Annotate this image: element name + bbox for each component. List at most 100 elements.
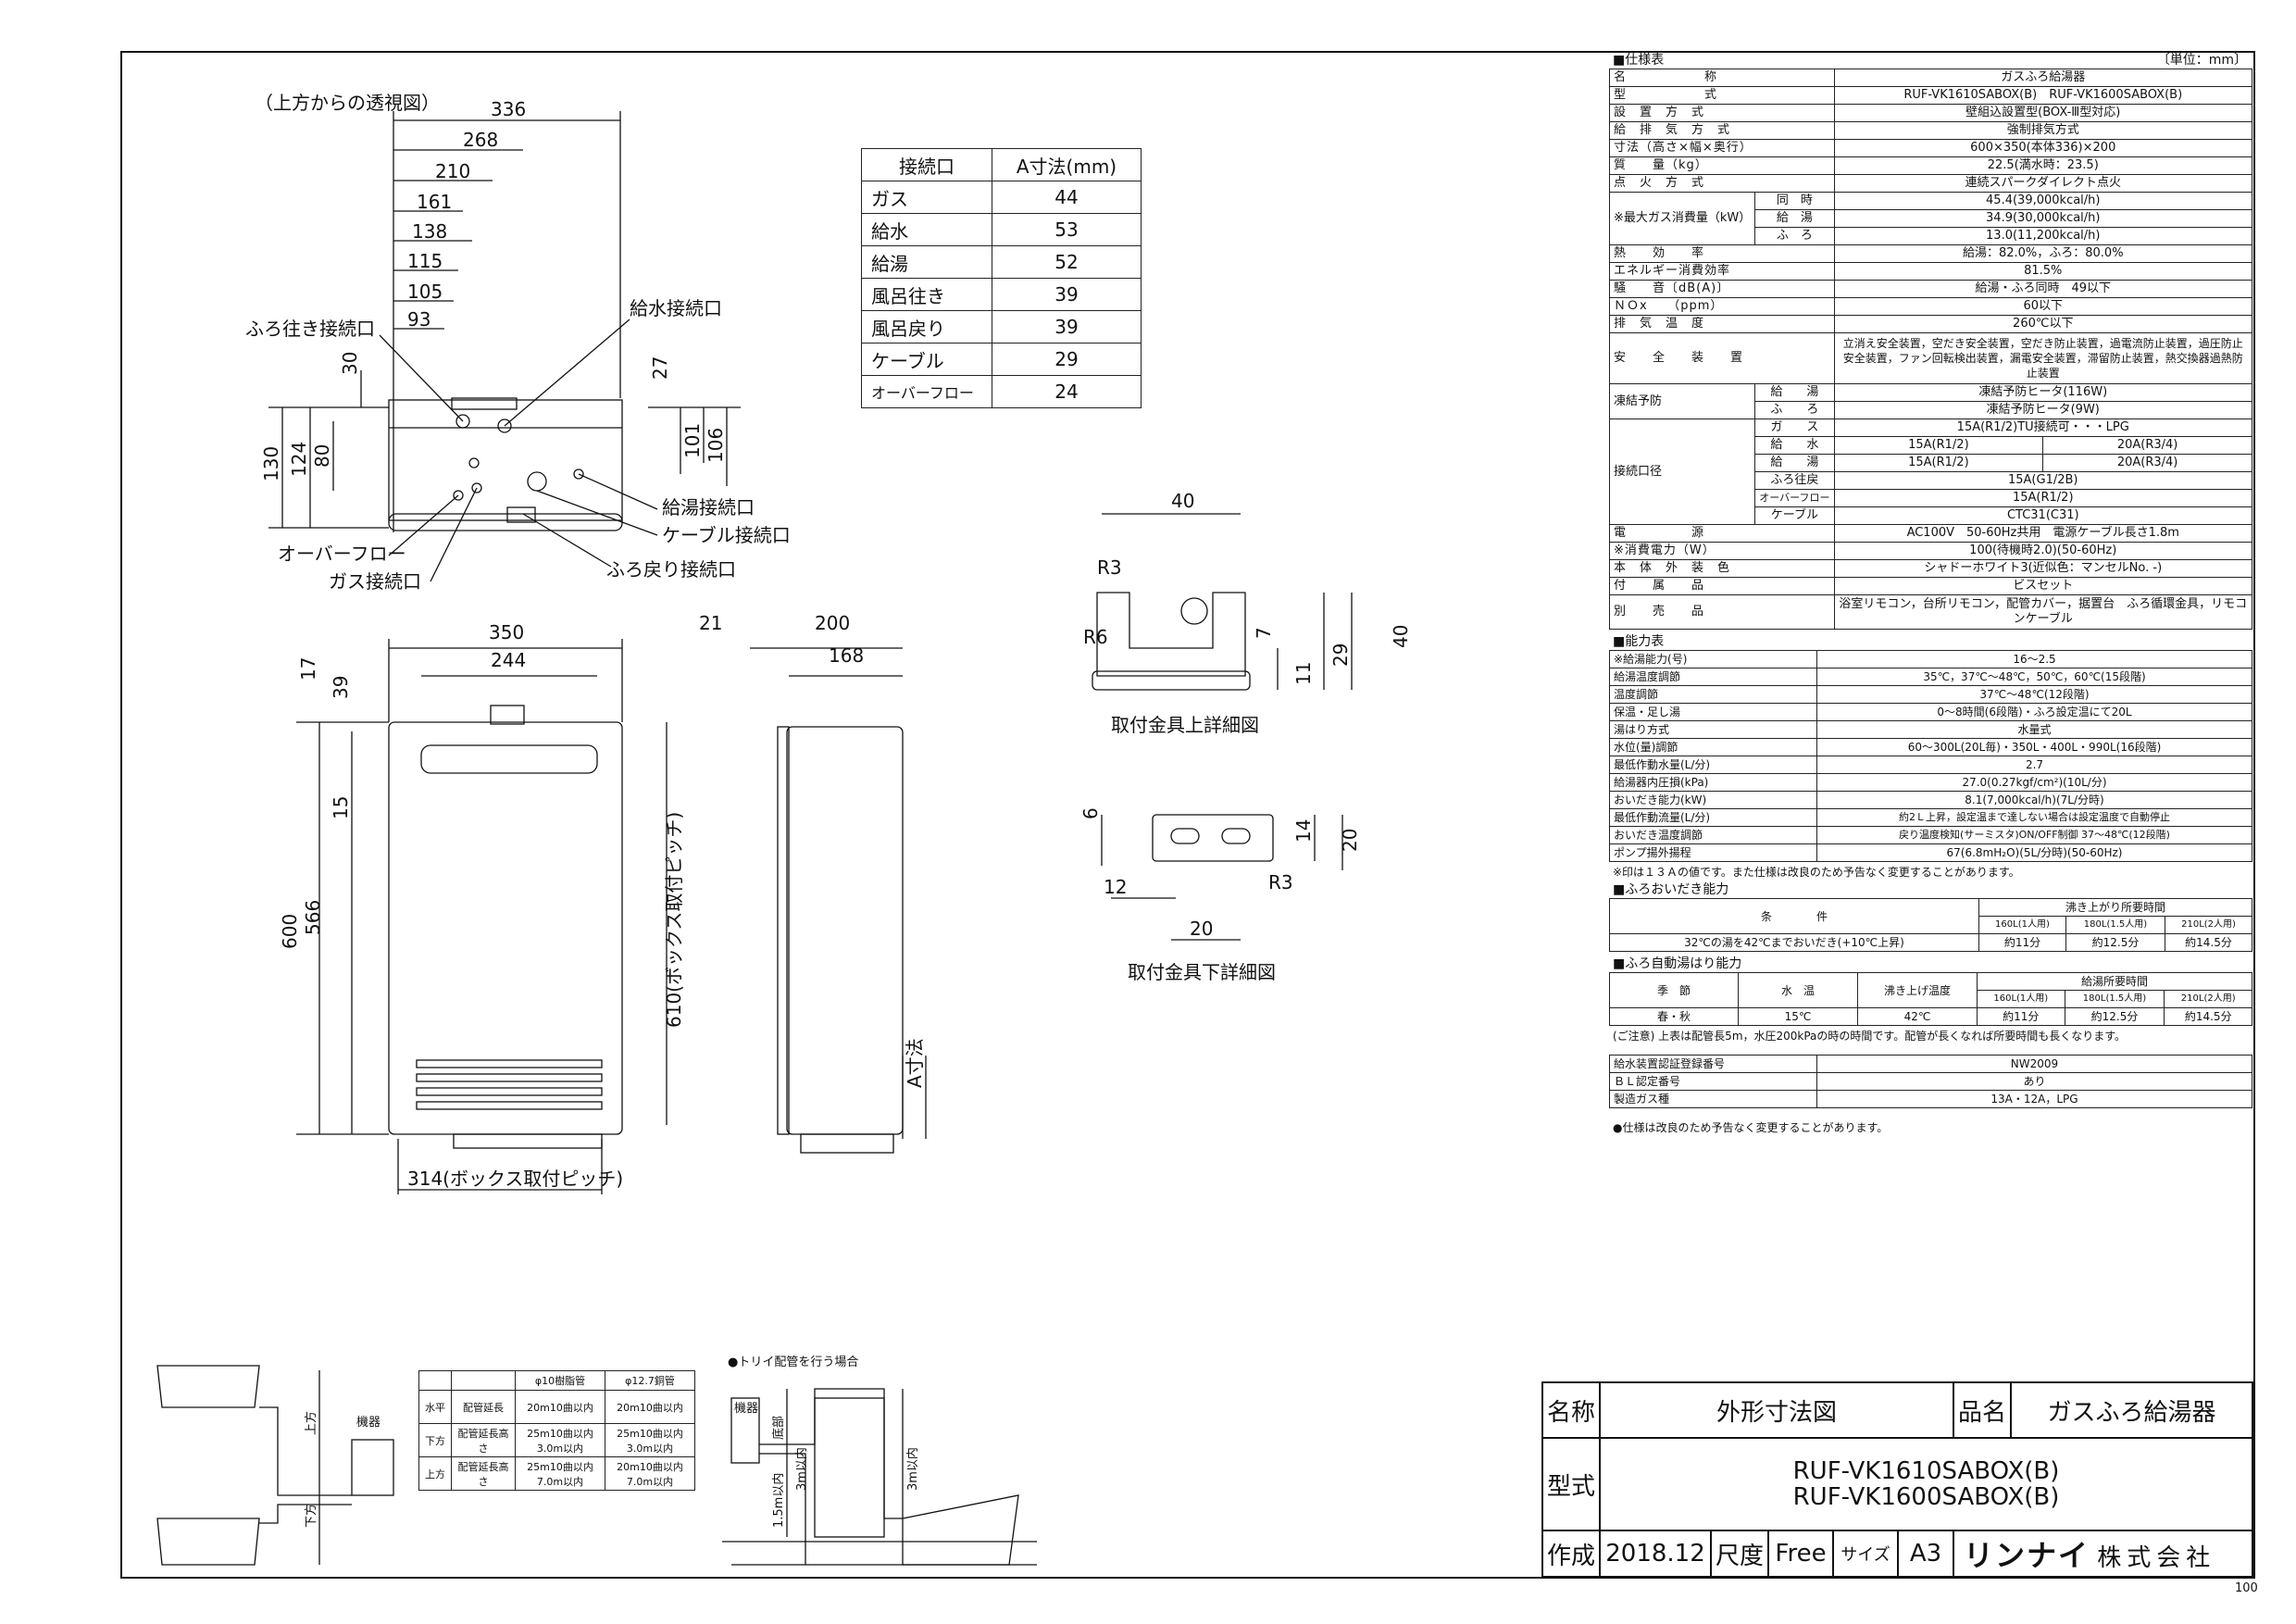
cap-value: 27.0(0.27kgf/cm²)(10L/分) [1816, 773, 2252, 792]
pipe-head [451, 1370, 516, 1391]
spec-label: エネルギー消費効率 [1609, 262, 1835, 281]
autofill-col: 210L(2人用) [2164, 990, 2252, 1008]
gas-sub-label: ふ ろ [1754, 227, 1835, 245]
pipe-down-label: 下方 [304, 1504, 318, 1528]
cap-value: 約2Ｌ上昇，設定温まで達しない場合は設定温度で自動停止 [1816, 808, 2252, 827]
gas-sub-value: 34.9(30,000kcal/h) [1833, 209, 2253, 228]
cap-value: 0～8時間(6段階)・ふろ設定温にて20L [1816, 703, 2252, 721]
dim-566: 566 [302, 900, 324, 935]
cap-label: 給湯温度調節 [1609, 668, 1817, 686]
dim-124: 124 [288, 442, 310, 477]
freeze-sub-label: 給 湯 [1754, 383, 1835, 402]
tb-date: 2018.12 [1599, 1530, 1712, 1578]
cap-value: 2.7 [1816, 756, 2252, 774]
cap-value: 8.1(7,000kcal/h)(7L/分時) [1816, 791, 2252, 809]
autofill-col: 180L(1.5人用) [2064, 990, 2165, 1008]
spec-value: 60以下 [1833, 297, 2253, 316]
spec-label: 付 属 品 [1609, 577, 1835, 595]
conn-row-a: 52 [992, 245, 1142, 279]
reheat-head: 条 件 [1609, 898, 1979, 934]
conn-size-label: 接続口径 [1608, 418, 1756, 525]
pipe-3m-label-2: 3m以内 [905, 1447, 920, 1491]
tb-product: ガスふろ給湯器 [2010, 1381, 2253, 1439]
cap-value: 60～300L(20L毎)・350L・400L・990L(16段階) [1816, 738, 2252, 756]
spec-value: ガスふろ給湯器 [1833, 69, 2253, 87]
tb-model-1: RUF-VK1610SABOX(B) [1792, 1457, 2060, 1485]
spec-label: 質 量（kg） [1609, 156, 1835, 175]
conn-row-port: 風呂往き [861, 278, 992, 311]
conn-sub-value: 15A(R1/2) [1833, 454, 2044, 472]
freeze-sub-value: 凍結予防ヒータ(116W) [1833, 383, 2253, 402]
conn-sub-label: オーバーフロー [1754, 489, 1835, 507]
capacity-note: ※印は１３Ａの値です。また仕様は改良のため予告なく変更することがあります。 [1613, 866, 2020, 879]
spec-value: RUF-VK1610SABOX(B) RUF-VK1600SABOX(B) [1833, 86, 2253, 105]
pipe-cell: 20m10曲以内 7.0m以内 [605, 1456, 695, 1491]
reheat-col: 210L(2人用) [2165, 916, 2252, 934]
dim-350: 350 [489, 621, 524, 643]
spec-unit: 〔単位：mm〕 [2156, 53, 2247, 68]
conn-sub-value: 15A(R1/2) [1833, 436, 2044, 455]
conn-row-port: オーバーフロー [861, 375, 992, 408]
cert-value: NW2009 [1816, 1055, 2252, 1073]
dim-bb-6: 6 [1079, 807, 1102, 819]
label-overflow: オーバーフロー [278, 543, 406, 565]
spec-section-header: ■仕様表 〔単位：mm〕 [1609, 52, 2252, 69]
dim-17: 17 [297, 657, 319, 681]
tb-name-label: 名称 [1541, 1381, 1601, 1439]
spec-value: シャドーホワイト3(近似色：マンセルNo. -) [1833, 559, 2253, 578]
pipe-up-label: 上方 [304, 1411, 318, 1435]
reheat-col: 180L(1.5人用) [2065, 916, 2166, 934]
conn-sub-value: CTC31(C31) [1833, 506, 2253, 525]
spec-value: 強制排気方式 [1833, 121, 2253, 140]
company-logo: リンナイ [1964, 1538, 2090, 1573]
dim-21: 21 [699, 612, 722, 634]
tb-model-label: 型式 [1541, 1437, 1601, 1531]
freeze-sub-value: 凍結予防ヒータ(9W) [1833, 401, 2253, 419]
autofill-cell: 15℃ [1738, 1007, 1858, 1026]
spec-label: 騒 音〔dB(A)〕 [1609, 280, 1835, 298]
autofill-note: (ご注意) 上表は配管長5m，水圧200kPaの時の時間です。配管が長くなれば所… [1613, 1030, 2127, 1043]
label-kyusui: 給水接続口 [630, 297, 722, 319]
tb-size-label: サイズ [1832, 1530, 1899, 1578]
pipe-kiki-label: 機器 [356, 1416, 381, 1430]
spec-label: 本 体 外 装 色 [1609, 559, 1835, 578]
tb-scale-label: 尺度 [1710, 1530, 1769, 1578]
conn-row-a: 39 [992, 310, 1142, 344]
reheat-title: ■ふろおいだき能力 [1613, 882, 1729, 897]
spec-label: 寸法（高さ×幅×奥行） [1609, 139, 1835, 157]
conn-row-a: 39 [992, 278, 1142, 311]
dim-39: 39 [330, 676, 352, 699]
safety-label: 安 全 装 置 [1609, 332, 1835, 384]
label-furo-modori: ふろ戻り接続口 [606, 558, 736, 581]
spec-label: 熱 効 率 [1609, 244, 1835, 263]
pipe-length-table: φ10樹脂管 φ12.7銅管 水平 配管延長 20m10曲以内 20m10曲以内… [418, 1370, 695, 1491]
spec-value: 壁組込設置型(BOX-Ⅲ型対応) [1833, 104, 2253, 122]
pipe-cell: 配管延長高さ [451, 1423, 516, 1457]
cert-label: 給水装置認証登録番号 [1609, 1055, 1817, 1073]
cert-value: 13A・12A，LPG [1816, 1090, 2252, 1108]
dim-336: 336 [491, 98, 526, 120]
spec-value: 連続スパークダイレクト点火 [1833, 174, 2253, 193]
cap-label: 給湯器内圧損(kPa) [1609, 773, 1817, 792]
reheat-table: 条 件沸き上がり所要時間 160L(1人用)180L(1.5人用)210L(2人… [1609, 898, 2252, 952]
reheat-cell: 約12.5分 [2065, 933, 2166, 952]
autofill-head: 沸き上げ温度 [1857, 972, 1978, 1008]
autofill-head: 給湯所要時間 [1977, 972, 2252, 991]
cap-label: 湯はり方式 [1609, 720, 1817, 739]
cap-value: 水量式 [1816, 720, 2252, 739]
conn-header-a: A寸法(mm) [992, 148, 1142, 181]
cap-label: ポンプ揚外揚程 [1609, 843, 1817, 862]
pipe-bottom-label: 底部 [771, 1416, 786, 1440]
conn-sub-value: 15A(G1/2B) [1833, 471, 2253, 490]
tb-product-label: 品名 [1953, 1381, 2012, 1439]
dim-27: 27 [649, 356, 671, 380]
spec-value: 給湯・ふろ同時 49以下 [1833, 280, 2253, 298]
reheat-head: 沸き上がり所要時間 [1978, 898, 2252, 917]
conn-row-a: 44 [992, 181, 1142, 214]
dim-bt-40: 40 [1171, 490, 1194, 512]
dim-101: 101 [681, 423, 704, 458]
